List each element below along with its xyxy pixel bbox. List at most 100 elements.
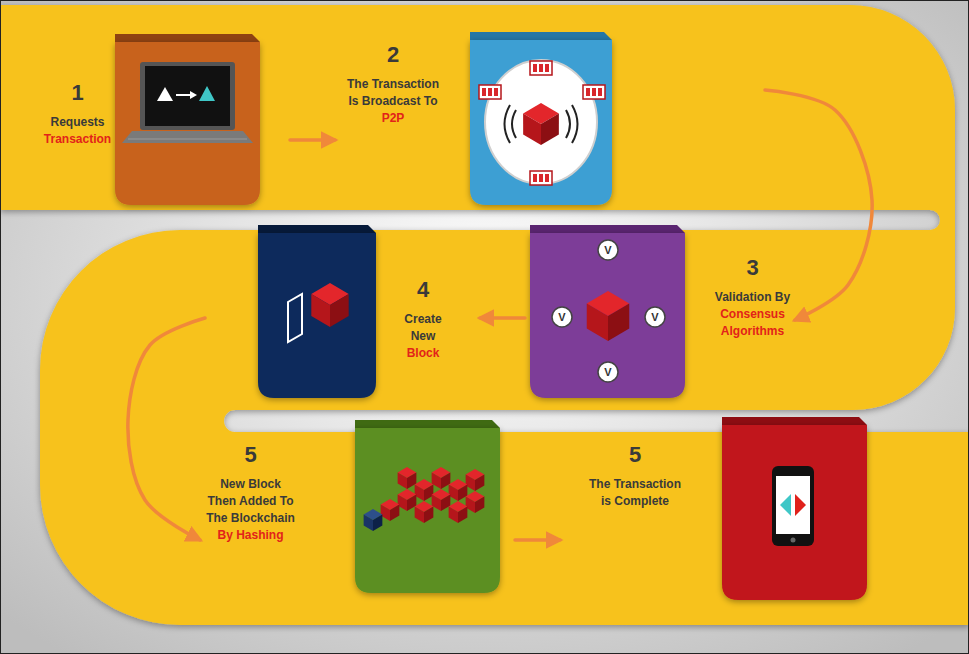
step-label: By Hashing (205, 527, 296, 544)
chain-cube (466, 469, 485, 491)
step-text: 3Validation ByConsensus Algorithms (710, 255, 795, 340)
chain-cube (398, 467, 417, 489)
receiver-triangle (199, 86, 215, 101)
step-number: 3 (710, 255, 795, 281)
phone-body (772, 466, 814, 546)
server-icon (530, 171, 552, 185)
laptop-frame (140, 62, 235, 130)
chain-cube (432, 489, 451, 511)
step-number: 2 (343, 42, 443, 68)
tab-fold (355, 420, 500, 428)
step-tab (355, 428, 500, 593)
validator-mark: V (598, 362, 618, 382)
chain-cube (415, 479, 434, 501)
step-label: New Block Then Added To The Blockchain (205, 476, 296, 527)
chain-cube (466, 491, 485, 513)
complete-tab (722, 417, 867, 600)
step-number: 5 (585, 442, 685, 468)
phone-screen (776, 476, 810, 534)
laptop-tab (115, 34, 260, 205)
chain-cube (415, 501, 434, 523)
step-tab (722, 425, 867, 600)
step-text: 2The Transaction Is Broadcast ToP2P (343, 42, 443, 127)
chain-cube (449, 501, 468, 523)
step-text: 5The Transaction is Complete (585, 442, 685, 510)
step-label: Consensus Algorithms (710, 306, 795, 340)
server-icon (583, 85, 605, 99)
new-chain-cube (364, 509, 383, 531)
chain-cube (432, 467, 451, 489)
step-text: 4Create NewBlock (395, 277, 451, 362)
server-icon (530, 61, 552, 75)
step-label: Create New (395, 311, 451, 345)
flow-arrow (765, 90, 872, 320)
signal-wave (572, 105, 578, 143)
signal-wave (512, 110, 516, 138)
block-outline (288, 294, 302, 342)
tab-fold (530, 225, 685, 233)
step-text: 5New Block Then Added To The BlockchainB… (205, 442, 296, 544)
phone-triangle (780, 494, 791, 516)
phone-triangle (795, 494, 806, 516)
process-step: 1RequestsTransaction (35, 40, 290, 210)
step-tab (470, 40, 612, 205)
process-step: 2The Transaction Is Broadcast ToP2P (335, 40, 765, 210)
winding-road (0, 5, 969, 625)
validator-circle (598, 362, 618, 382)
new-block-tab (258, 225, 376, 398)
laptop-keyboard (122, 131, 253, 143)
laptop-edge (128, 139, 247, 140)
chain-cube (381, 499, 400, 521)
validator-mark: V (598, 240, 618, 260)
flow-arrow (128, 318, 205, 540)
validation-tab (530, 225, 685, 398)
step-number: 4 (395, 277, 451, 303)
step-label: Transaction (35, 131, 120, 148)
signal-wave (505, 105, 511, 143)
step-label: Validation By (710, 289, 795, 306)
process-step: 4Create NewBlock (205, 232, 480, 397)
signal-wave (566, 110, 570, 138)
validator-circle (645, 307, 665, 327)
phone-button (791, 538, 796, 543)
step-number: 1 (35, 80, 120, 106)
block-cube (311, 283, 348, 327)
tab-fold (115, 34, 260, 42)
tab-fold (722, 417, 867, 425)
block-cube (587, 291, 630, 341)
transfer-arrow (176, 94, 191, 96)
chain-cube (398, 489, 417, 511)
chain-cube (449, 479, 468, 501)
process-step: 5The Transaction is Complete (560, 422, 865, 600)
validator-mark: V (645, 307, 665, 327)
block-cube (523, 103, 559, 145)
step-label: The Transaction Is Broadcast To (343, 76, 443, 110)
sender-triangle (157, 87, 173, 101)
step-text: 1RequestsTransaction (35, 80, 120, 148)
step-label: Block (395, 345, 451, 362)
tab-fold (470, 32, 612, 40)
step-label: P2P (343, 110, 443, 127)
step-tab (530, 233, 685, 398)
validator-mark: V (552, 307, 572, 327)
flow-arrow (515, 538, 560, 542)
step-number: 5 (205, 442, 296, 468)
validator-circle (552, 307, 572, 327)
step-label: The Transaction is Complete (585, 476, 685, 510)
blockchain-tab (355, 420, 500, 593)
server-icon (479, 85, 501, 99)
tab-fold (258, 225, 376, 233)
step-tab (115, 42, 260, 205)
network-circle (485, 60, 597, 184)
step-tab (258, 233, 376, 398)
process-step: 5New Block Then Added To The BlockchainB… (200, 425, 515, 595)
flow-arrow (290, 138, 335, 142)
laptop-screen (145, 66, 230, 126)
network-tab (470, 32, 612, 205)
step-label: Requests (35, 114, 120, 131)
validator-circle (598, 240, 618, 260)
flow-arrow (480, 316, 525, 320)
transfer-arrowhead (190, 91, 197, 99)
